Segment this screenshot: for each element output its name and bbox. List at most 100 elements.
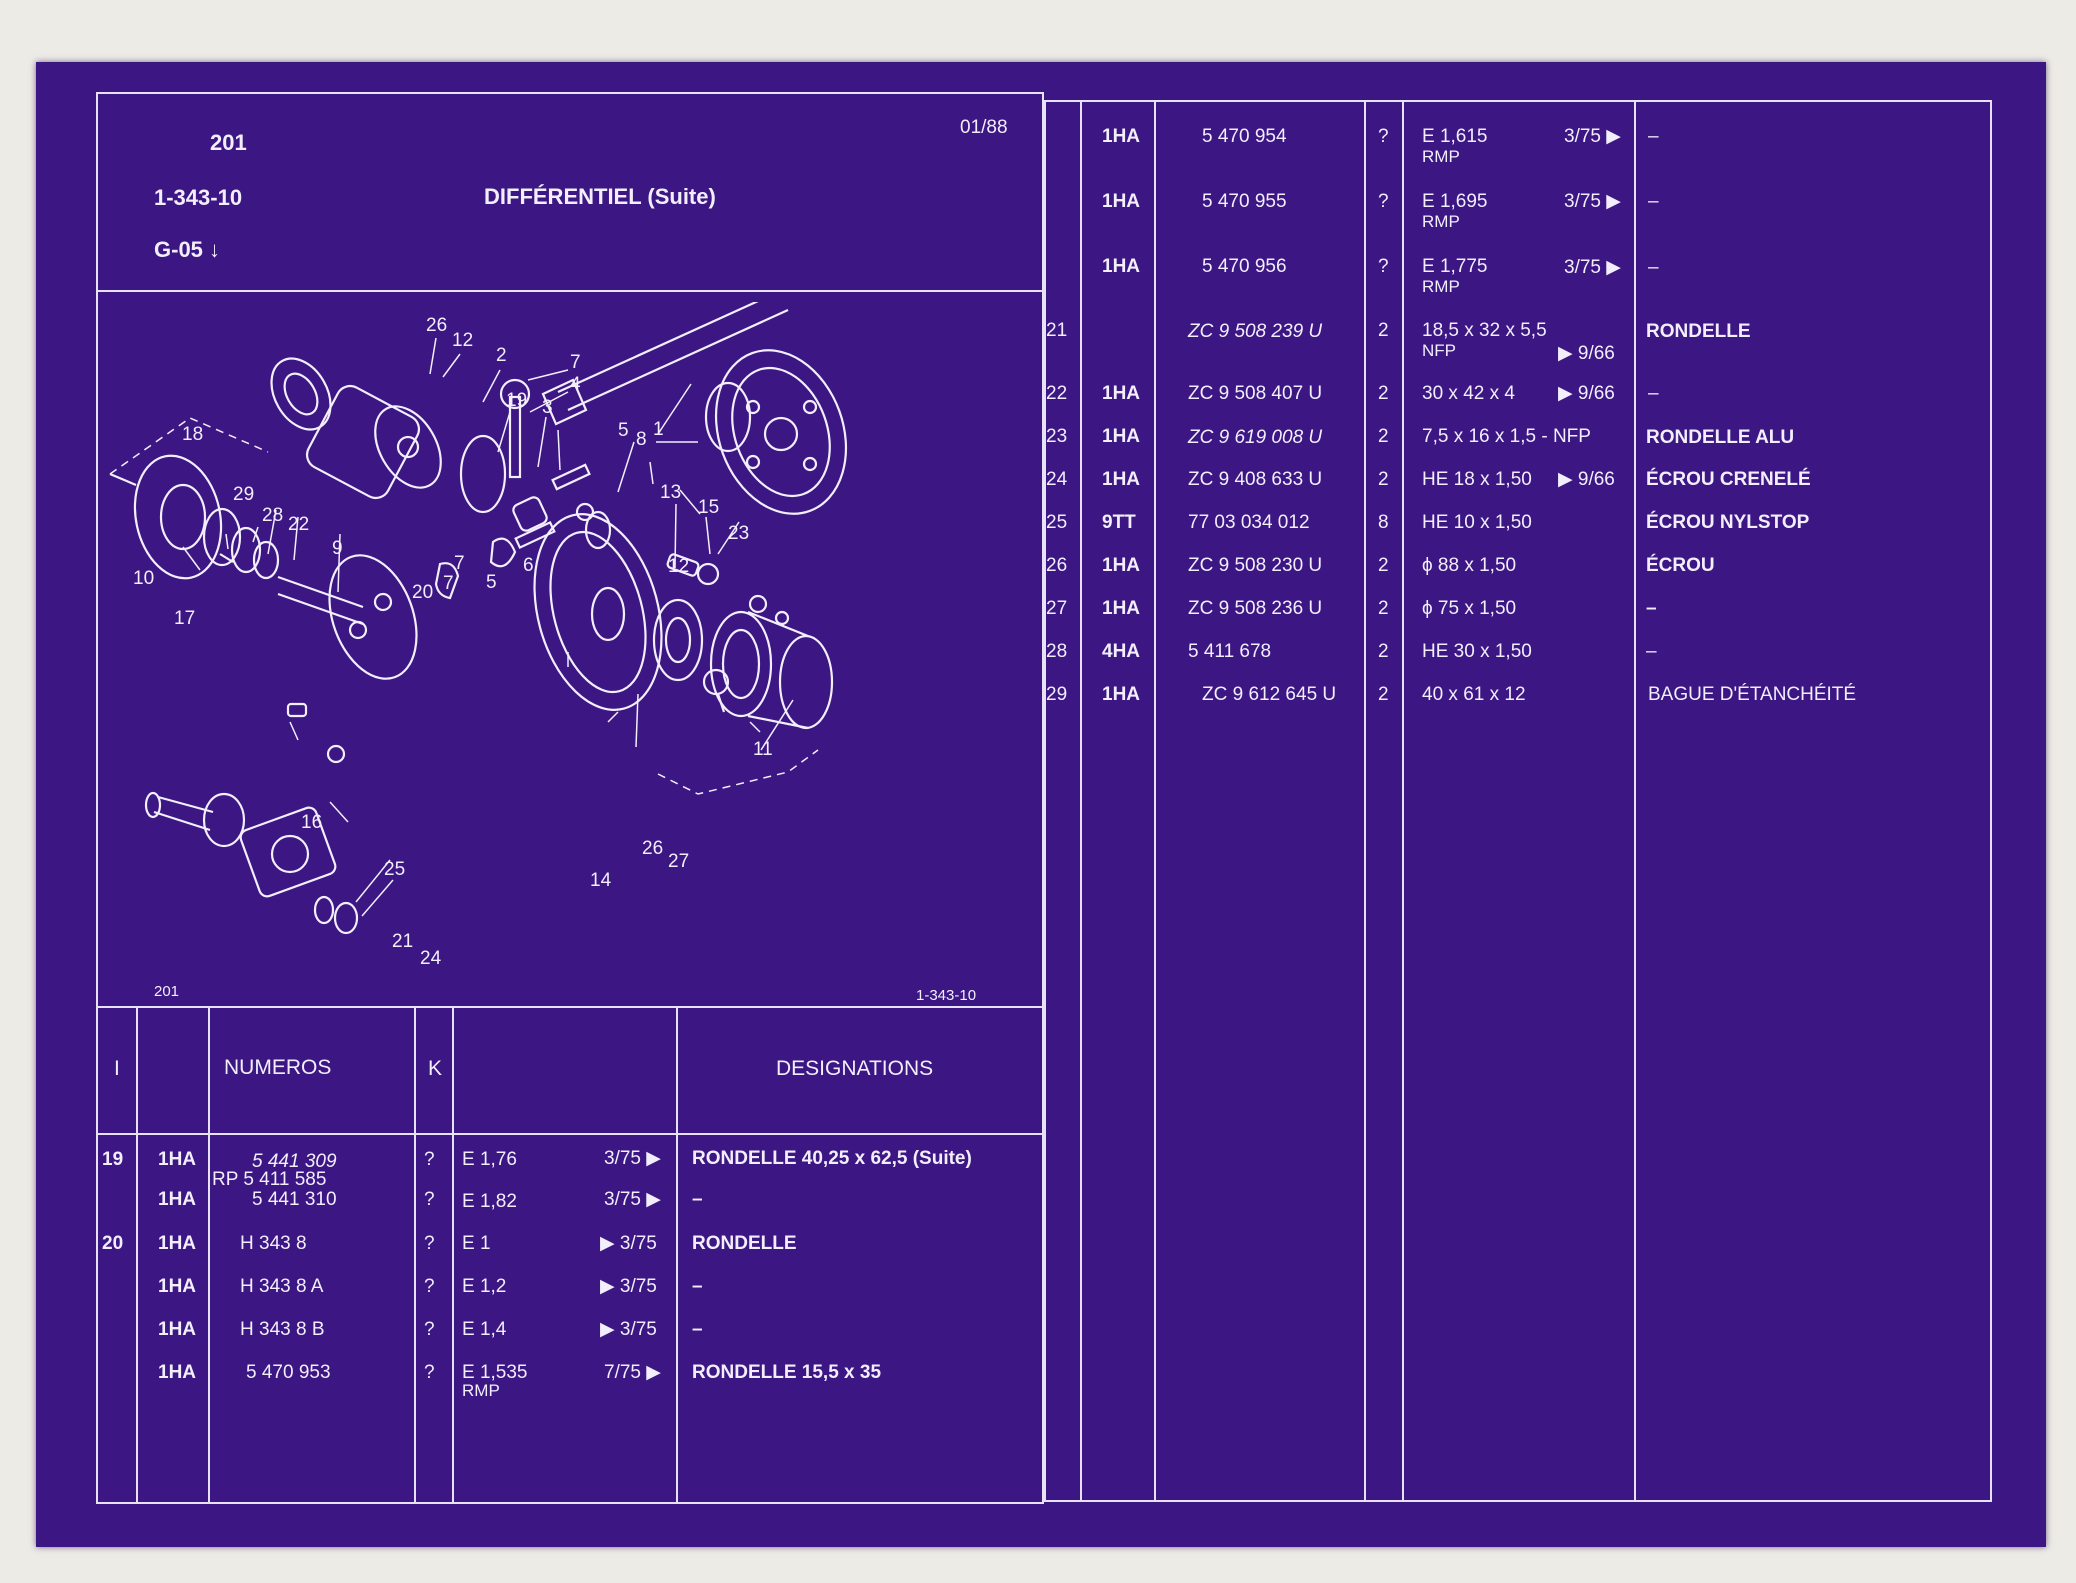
svg-text:1: 1: [653, 419, 664, 440]
row-code: 1HA: [158, 1276, 197, 1297]
row-number: ZC 9 508 239 U: [1188, 321, 1323, 342]
svg-text:7: 7: [443, 573, 454, 594]
row-designation: –: [1648, 191, 1659, 212]
row-code: 1HA: [158, 1362, 197, 1383]
row-k: 2: [1378, 641, 1389, 662]
ring-gear: [533, 513, 790, 713]
output-flange: [144, 702, 359, 935]
row-number: ZC 9 508 230 U: [1188, 555, 1323, 576]
row-code: 1HA: [1102, 426, 1141, 447]
row-number: H 343 8: [240, 1233, 307, 1254]
row-number: ZC 9 508 407 U: [1188, 383, 1323, 404]
row-date: ▶ 9/66: [1558, 383, 1615, 404]
reference-code: 1-343-10: [154, 185, 243, 210]
row-designation: –: [1646, 598, 1657, 619]
row-k: ?: [1378, 256, 1389, 277]
row-number: ZC 9 508 236 U: [1188, 598, 1323, 619]
col-line: [452, 1006, 454, 1504]
differential-carrier: [270, 357, 442, 500]
row-code: 1HA: [1102, 598, 1141, 619]
row-spec: 30 x 42 x 4: [1422, 383, 1515, 404]
diagram-page-label: 201: [154, 983, 180, 1000]
row-date: 3/75 ▶: [1564, 257, 1621, 278]
row-index: 29: [1046, 684, 1068, 705]
row-number: 5 470 955: [1202, 191, 1287, 212]
col-line: [1634, 100, 1636, 1502]
row-index: 21: [1046, 320, 1068, 341]
row-index: 27: [1046, 598, 1068, 619]
row-k: 2: [1378, 555, 1389, 576]
svg-text:11: 11: [753, 739, 773, 760]
side-gears: [434, 378, 612, 600]
svg-text:29: 29: [233, 484, 254, 505]
row-code: 1HA: [1102, 469, 1141, 490]
row-number: ZC 9 612 645 U: [1202, 684, 1337, 705]
row-number: 5 441 309: [252, 1151, 337, 1172]
svg-text:2: 2: [496, 345, 507, 366]
row-code: 1HA: [158, 1149, 197, 1170]
row-date: 3/75 ▶: [604, 1189, 661, 1210]
row-designation: –: [692, 1189, 703, 1210]
left-axle-assembly: [109, 454, 418, 680]
row-spec: HE 30 x 1,50: [1422, 641, 1532, 662]
row-k: ?: [424, 1362, 435, 1383]
svg-text:22: 22: [288, 514, 309, 535]
row-designation: RONDELLE 15,5 x 35: [692, 1362, 882, 1383]
row-designation: –: [692, 1276, 703, 1297]
row-k: ?: [1378, 191, 1389, 212]
col-line: [1364, 100, 1366, 1502]
row-spec: 40 x 61 x 12: [1422, 684, 1526, 705]
row-k: 2: [1378, 320, 1389, 341]
row-k: ?: [424, 1319, 435, 1340]
page-number: 201: [210, 130, 247, 155]
row-designation: BAGUE D'ÉTANCHÉITÉ: [1648, 684, 1857, 705]
svg-text:27: 27: [668, 851, 689, 872]
row-spec: E 1,615: [1422, 126, 1488, 147]
row-spec-sub: NFP: [1422, 341, 1456, 360]
row-spec: E 1,4: [462, 1319, 507, 1340]
row-designation: –: [1648, 126, 1659, 147]
row-date: 7/75 ▶: [604, 1362, 661, 1383]
row-number: 5 470 954: [1202, 126, 1287, 147]
col-header-k: K: [428, 1057, 443, 1080]
row-designation: –: [1648, 383, 1659, 404]
diagram-ref-label: 1-343-10: [916, 987, 977, 1004]
row-code: 1HA: [1102, 191, 1141, 212]
row-spec: E 1: [462, 1233, 491, 1254]
row-designation: ÉCROU CRENELÉ: [1646, 469, 1811, 490]
col-header-index: I: [114, 1057, 120, 1080]
svg-text:14: 14: [590, 870, 612, 891]
row-spec: E 1,82: [462, 1191, 517, 1212]
date-code: 01/88: [960, 117, 1008, 138]
col-line: [208, 1006, 210, 1504]
row-designation: –: [1648, 257, 1659, 278]
row-code: 1HA: [158, 1189, 197, 1210]
col-header-numeros: NUMEROS: [224, 1056, 332, 1079]
col-line: [1154, 100, 1156, 1502]
row-designation: RONDELLE: [692, 1233, 797, 1254]
row-index: 19: [102, 1149, 124, 1170]
row-index: 25: [1046, 512, 1068, 533]
svg-text:4: 4: [570, 374, 581, 395]
row-designation: ÉCROU NYLSTOP: [1646, 512, 1810, 533]
row-k: ?: [424, 1189, 435, 1210]
row-index: 22: [1046, 383, 1068, 404]
row-number: ZC 9 408 633 U: [1188, 469, 1323, 490]
svg-text:10: 10: [133, 568, 154, 589]
svg-text:16: 16: [301, 812, 322, 833]
svg-text:17: 17: [174, 608, 195, 629]
svg-text:12: 12: [452, 330, 473, 351]
svg-text:23: 23: [728, 523, 749, 544]
row-spec: E 1,76: [462, 1149, 517, 1170]
row-k: 2: [1378, 383, 1389, 404]
row-index: 20: [102, 1233, 124, 1254]
header-divider: [96, 290, 1044, 292]
row-date: ▶ 9/66: [1558, 343, 1615, 364]
svg-text:5: 5: [618, 420, 629, 441]
row-k: ?: [424, 1276, 435, 1297]
svg-text:6: 6: [523, 555, 534, 576]
svg-text:21: 21: [392, 931, 413, 952]
row-number-sub: RP 5 411 585: [212, 1169, 327, 1190]
